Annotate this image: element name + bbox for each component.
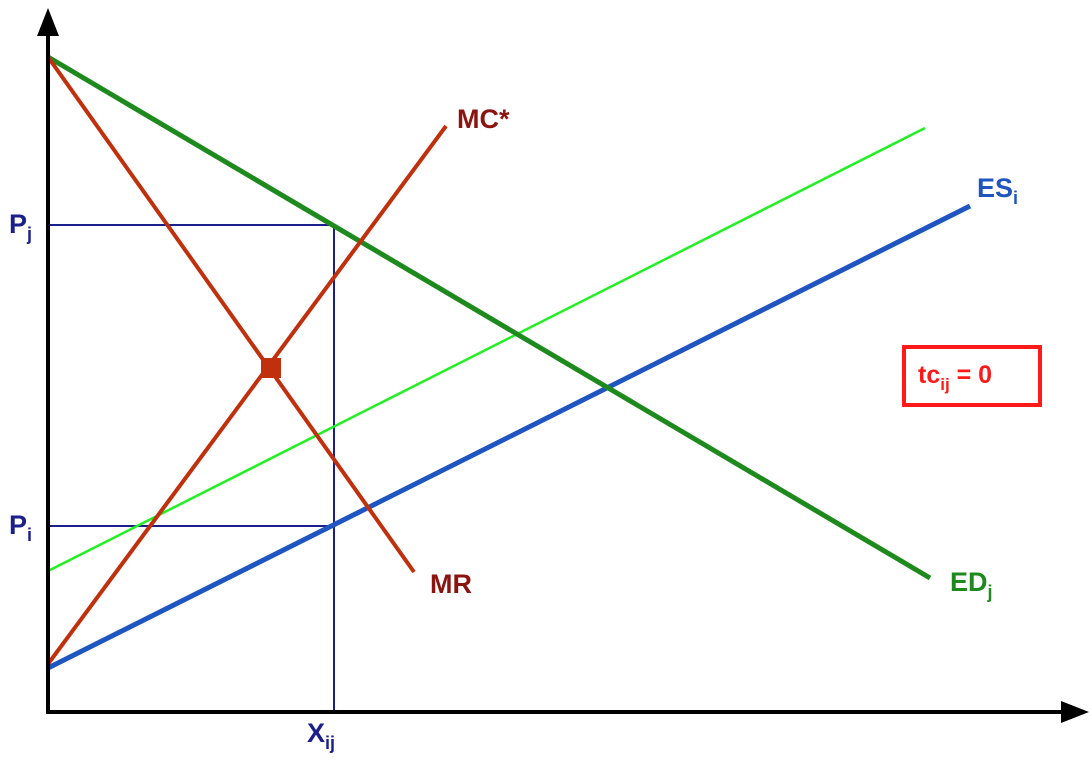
- guide-lines: [48, 224, 335, 712]
- pi-label-sub: i: [27, 525, 32, 545]
- pj-label-sub: j: [26, 224, 32, 244]
- tc-label-sub: ij: [940, 375, 949, 394]
- es-curve: [46, 203, 972, 671]
- xij-label: Xij: [307, 718, 335, 753]
- mr-mc-intersection-marker: [261, 358, 281, 378]
- transport-cost-label: tcij = 0: [918, 361, 992, 394]
- es-label: ESi: [977, 173, 1018, 208]
- mr-label: MR: [430, 569, 472, 599]
- mc-star-label: MC*: [457, 104, 510, 134]
- pj-label: Pj: [9, 209, 32, 244]
- ed-label-sub: j: [987, 582, 993, 602]
- mr-curve: [46, 55, 416, 574]
- ed-label-main: ED: [950, 567, 988, 597]
- transport-cost-box-frame: [902, 345, 1042, 407]
- xij-label-sub: ij: [325, 733, 335, 753]
- tc-label-main: tc: [918, 361, 940, 389]
- es-tc-curve: [47, 126, 926, 573]
- y-axis-arrow-icon: [37, 8, 59, 36]
- pi-label: Pi: [9, 510, 32, 545]
- axes: [37, 8, 1089, 723]
- mc-star-curve: [46, 124, 448, 666]
- ed-curve: [46, 54, 932, 581]
- pi-label-main: P: [9, 510, 27, 540]
- pj-label-main: P: [9, 209, 27, 239]
- xij-label-main: X: [307, 718, 325, 748]
- tc-label-rest: = 0: [950, 361, 992, 389]
- es-label-sub: i: [1013, 188, 1018, 208]
- es-label-main: ES: [977, 173, 1013, 203]
- transport-cost-box: tcij = 0: [902, 345, 1042, 407]
- ed-label: EDj: [950, 567, 993, 602]
- x-axis-arrow-icon: [1061, 701, 1089, 723]
